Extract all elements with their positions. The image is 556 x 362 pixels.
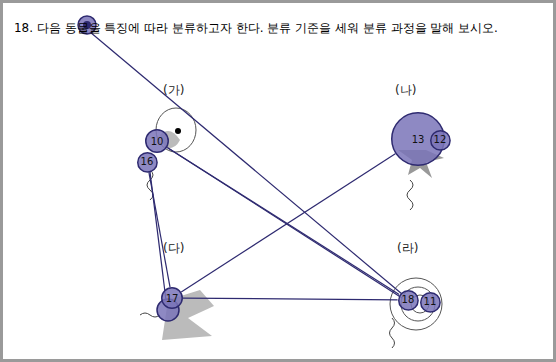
gaze-connector <box>183 298 398 300</box>
connector-line <box>181 154 395 292</box>
connector-line <box>149 172 170 287</box>
paper <box>3 3 553 359</box>
gaze-connector <box>167 147 399 294</box>
item-label: (다) <box>163 240 184 257</box>
item-label: (라) <box>397 240 418 257</box>
circle-shape <box>162 288 183 309</box>
gaze-circle: 17 <box>161 287 183 309</box>
gaze-circle: 12 <box>430 130 451 151</box>
callout-number: 17 <box>161 293 183 304</box>
connector-line <box>167 147 399 294</box>
callout-number: 12 <box>430 134 451 145</box>
circle-shape <box>420 292 439 311</box>
question-title: 18. 다음 동물을 특징에 따라 분류하고자 한다. 분류 기준을 세워 분류… <box>14 20 544 37</box>
gaze-circle: 18 <box>398 290 419 311</box>
callout-number: 16 <box>137 156 158 167</box>
gaze-connector <box>181 154 395 292</box>
connector-line <box>183 298 398 300</box>
star-tail <box>407 180 413 210</box>
gaze-circle: 10 <box>145 129 169 153</box>
snail-eye <box>175 128 181 134</box>
gaze-connector <box>149 172 170 287</box>
gaze-circle: 16 <box>137 152 158 173</box>
circle-shape <box>146 130 169 153</box>
circle-shape <box>137 152 156 171</box>
gaze-line <box>168 148 402 298</box>
spiral-tail <box>390 318 395 348</box>
spiral-ring <box>390 278 442 330</box>
gaze-line <box>90 32 402 294</box>
callout-number: 11 <box>420 296 441 307</box>
circle-shape <box>398 290 417 309</box>
callout-number: 10 <box>145 136 169 147</box>
callout-number: 18 <box>398 294 419 305</box>
item-label: (나) <box>395 82 416 99</box>
circle-shape <box>430 130 449 149</box>
item-label: (가) <box>163 82 184 99</box>
gaze-circle: 11 <box>420 292 441 313</box>
